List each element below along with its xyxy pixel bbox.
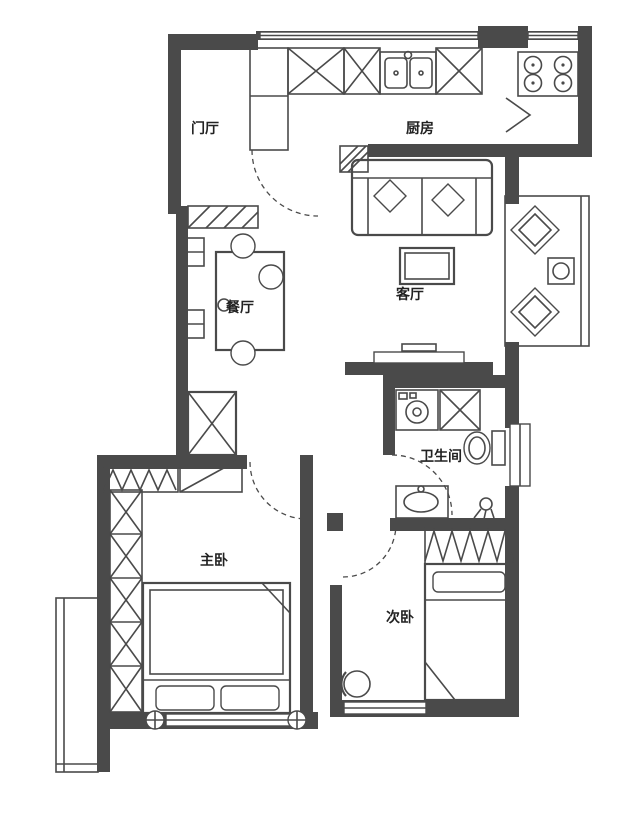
bathroom-sink bbox=[395, 485, 449, 519]
windows bbox=[165, 31, 579, 727]
room-label-entry: 门厅 bbox=[191, 120, 219, 136]
room-label-dining: 餐厅 bbox=[225, 299, 254, 315]
bath-cabinet-hatched bbox=[439, 389, 481, 431]
master-closet-zigzag bbox=[103, 467, 179, 493]
kitchen-door-fold bbox=[505, 97, 532, 133]
pillow bbox=[220, 685, 280, 711]
walls bbox=[97, 26, 592, 772]
washing-machine bbox=[395, 389, 439, 431]
room-label-master-bedroom: 主卧 bbox=[200, 552, 228, 568]
second-bedroom-door-swing bbox=[342, 523, 397, 578]
stove-window bbox=[527, 31, 579, 40]
entry: 门厅 bbox=[191, 47, 319, 217]
shower-head bbox=[473, 497, 495, 520]
kitchen-window bbox=[259, 31, 479, 40]
room-label-bathroom: 卫生间 bbox=[420, 448, 462, 464]
entry-door-swing bbox=[251, 149, 319, 217]
shaft-hatched bbox=[186, 390, 238, 457]
living-room: 客厅 bbox=[350, 158, 494, 364]
chair bbox=[340, 670, 371, 698]
master-bed bbox=[141, 581, 292, 715]
entry-cabinet bbox=[249, 47, 289, 151]
master-wardrobe bbox=[109, 489, 143, 713]
kitchen: 厨房 bbox=[287, 47, 579, 173]
master-bedroom-window bbox=[165, 713, 293, 727]
sofa-pillow bbox=[431, 183, 465, 217]
dining-cabinet-hatched bbox=[187, 205, 259, 229]
second-bedroom-window bbox=[343, 701, 427, 715]
lounge-chair bbox=[510, 205, 560, 255]
stove bbox=[517, 51, 579, 97]
left-balcony bbox=[55, 597, 99, 773]
room-label-second-bedroom: 次卧 bbox=[386, 609, 414, 625]
kitchen-sink bbox=[379, 50, 437, 95]
coffee-table bbox=[398, 246, 456, 286]
toilet bbox=[463, 430, 506, 466]
sofa-pillow bbox=[373, 179, 407, 213]
tv bbox=[373, 343, 465, 364]
right-balcony bbox=[504, 195, 590, 347]
lounge-chair bbox=[510, 287, 560, 337]
radiator-valve-symbol bbox=[287, 710, 307, 730]
master-dresser bbox=[179, 457, 243, 493]
pillow bbox=[432, 571, 506, 593]
sofa bbox=[350, 158, 494, 237]
master-door-swing bbox=[249, 461, 308, 520]
balcony-table bbox=[547, 257, 575, 285]
second-wardrobe-zigzag bbox=[424, 527, 514, 565]
bathroom: 卫生间 bbox=[391, 389, 506, 520]
room-label-kitchen: 厨房 bbox=[406, 120, 434, 136]
radiator-valve-symbol bbox=[145, 710, 165, 730]
bathroom-window bbox=[509, 423, 531, 487]
room-label-living: 客厅 bbox=[395, 286, 424, 302]
bathroom-door-swing bbox=[391, 454, 453, 516]
second-bed bbox=[423, 562, 515, 702]
master-bedroom: 主卧 bbox=[103, 457, 308, 730]
pillow bbox=[155, 685, 215, 711]
dining-table bbox=[214, 233, 286, 366]
dining: 餐厅 bbox=[183, 205, 286, 366]
dining-wall-shelf bbox=[183, 237, 205, 339]
second-bedroom: 次卧 bbox=[340, 523, 515, 702]
